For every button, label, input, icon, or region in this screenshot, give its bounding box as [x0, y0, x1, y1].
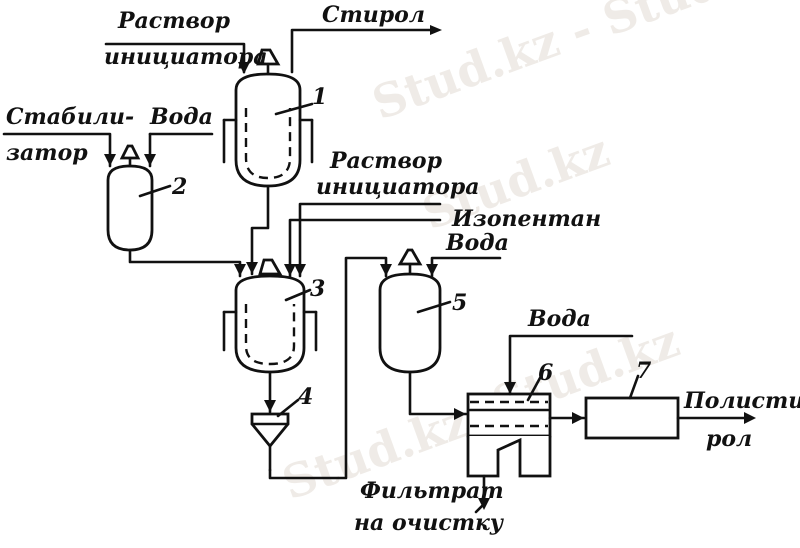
number-7: 7 — [636, 358, 652, 384]
vessel-5 — [378, 248, 442, 374]
label-water-6: Вода — [527, 306, 591, 332]
number-3: 3 — [310, 276, 325, 302]
label-water-5: Вода — [445, 230, 509, 256]
reactor-1 — [222, 48, 314, 188]
number-leaders — [138, 102, 640, 418]
vessel-2 — [106, 144, 154, 252]
number-2: 2 — [171, 174, 187, 200]
equipment-numbers: 1 2 3 4 5 6 7 — [171, 84, 652, 410]
label-water-2: Вода — [149, 104, 213, 130]
label-filtrate-line1: Фильтрат — [360, 478, 504, 504]
dryer-7 — [584, 396, 680, 440]
arrowheads — [104, 25, 756, 510]
unit-6 — [466, 392, 552, 478]
label-filtrate-line2: на очистку — [354, 510, 505, 536]
watermark-text-1: Stud.kz - Stud.kz — [365, 0, 796, 130]
label-polystyrene-line1: Полисти- — [683, 388, 800, 414]
label-initiator-mid-line2: инициатора — [316, 174, 480, 200]
label-initiator-top-line1: Раствор — [117, 8, 231, 34]
label-initiator-mid-line1: Раствор — [329, 148, 443, 174]
stream-labels: Раствор инициатора Стирол Стабили- затор… — [6, 2, 800, 536]
number-6: 6 — [538, 360, 553, 386]
label-initiator-top-line2: инициатора — [104, 44, 268, 70]
pipelines — [2, 28, 746, 514]
label-isopentane: Изопентан — [451, 206, 601, 232]
number-5: 5 — [452, 290, 467, 316]
label-styrene: Стирол — [322, 2, 425, 28]
number-1: 1 — [312, 84, 327, 110]
label-stabilizer-line2: затор — [6, 140, 88, 166]
reactor-3 — [222, 258, 318, 374]
number-4: 4 — [298, 384, 313, 410]
label-stabilizer-line1: Стабили- — [6, 104, 134, 130]
label-polystyrene-line2: рол — [706, 426, 752, 452]
